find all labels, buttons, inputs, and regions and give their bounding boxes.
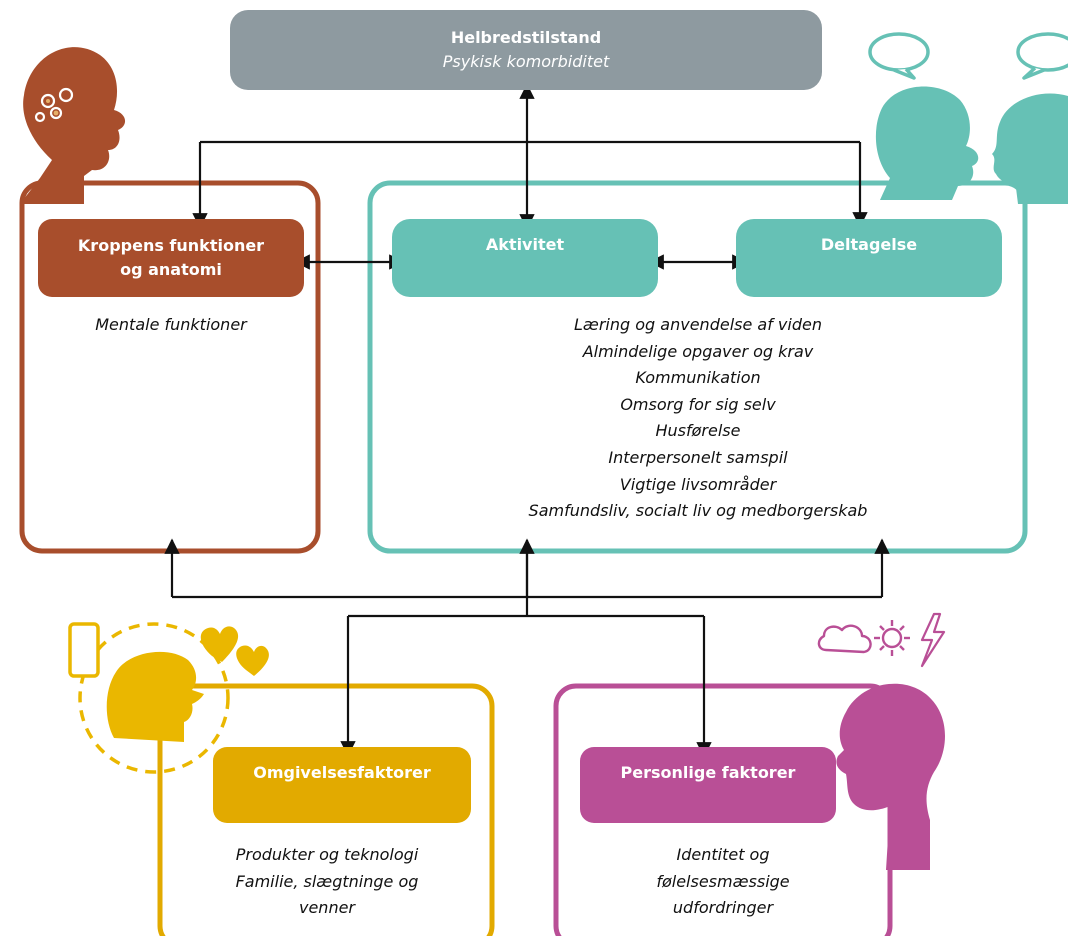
health-subtitle: Psykisk komorbiditet — [442, 52, 610, 71]
list-item: Familie, slægtninge og — [235, 871, 419, 891]
body-functions-box: Kroppens funktioner og anatomi — [38, 219, 304, 297]
body-functions-title-line2: og anatomi — [120, 260, 222, 279]
mental-functions-label: Mentale funktioner — [95, 315, 247, 334]
health-condition-box: Helbredstilstand Psykisk komorbiditet — [230, 10, 822, 90]
head-with-weather-icon — [817, 612, 946, 870]
personal-title: Personlige faktorer — [620, 763, 796, 782]
environmental-title: Omgivelsesfaktorer — [253, 763, 431, 782]
list-item: Vigtige livsområder — [619, 474, 777, 494]
list-item: udfordringer — [672, 898, 774, 918]
participation-title: Deltagelse — [820, 235, 918, 254]
list-item: Produkter og teknologi — [235, 845, 419, 864]
arrows — [164, 83, 890, 758]
participation-box: Deltagelse — [736, 219, 1002, 297]
list-item: Omsorg for sig selv — [620, 394, 776, 414]
list-item: Almindelige opgaver og krav — [582, 341, 814, 361]
environmental-list: Produkter og teknologi Familie, slægtnin… — [172, 842, 482, 922]
list-item: Identitet og — [676, 845, 770, 864]
activity-box: Aktivitet — [392, 219, 658, 297]
environmental-frame — [157, 683, 495, 936]
activity-participation-list: Læring og anvendelse af viden Almindelig… — [380, 312, 1016, 525]
activity-title: Aktivitet — [485, 235, 565, 254]
list-item: Læring og anvendelse af viden — [574, 315, 822, 334]
list-item: følelsesmæssige — [656, 871, 790, 891]
personal-list: Identitet og følelsesmæssige udfordringe… — [566, 842, 880, 922]
list-item: Interpersonelt samspil — [608, 447, 788, 467]
list-item: Samfundsliv, socialt liv og medborgerska… — [528, 501, 868, 521]
list-item: Husførelse — [655, 421, 741, 441]
environmental-box: Omgivelsesfaktorer — [213, 747, 471, 823]
health-title: Helbredstilstand — [450, 28, 602, 47]
body-functions-title-line1: Kroppens funktioner — [77, 236, 265, 255]
list-item: Kommunikation — [635, 368, 761, 388]
head-with-phone-and-hearts-icon — [68, 622, 269, 774]
list-item: venner — [298, 898, 355, 918]
talking-heads-icon — [868, 32, 1068, 204]
head-with-gears-icon — [20, 47, 126, 205]
activity-participation-frame — [367, 180, 1028, 554]
personal-box: Personlige faktorer — [580, 747, 836, 823]
